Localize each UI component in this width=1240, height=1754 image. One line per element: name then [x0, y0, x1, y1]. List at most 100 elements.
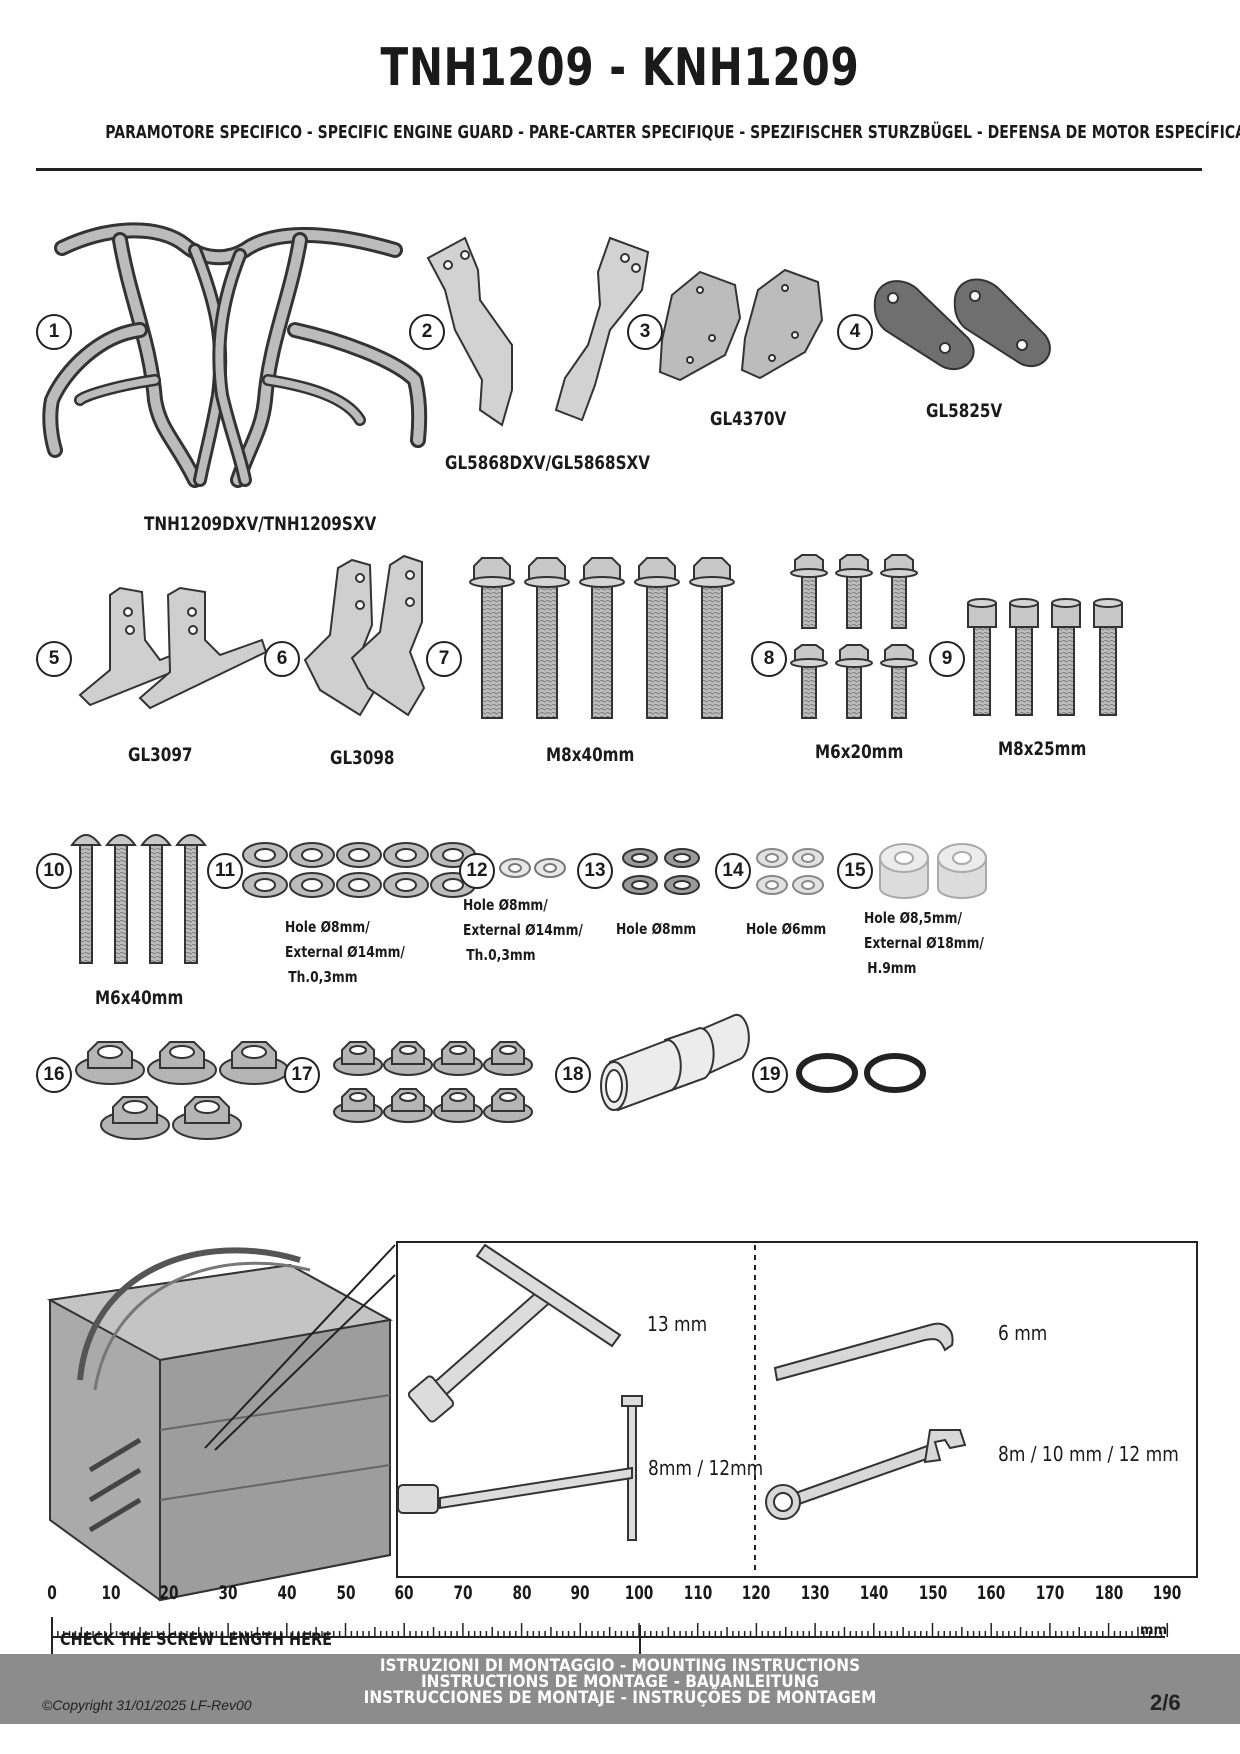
part-code-10: M6x40mm	[95, 987, 184, 1009]
part-code-3: GL4370V	[710, 408, 787, 430]
spec-line: Hole Ø8mm/	[463, 896, 548, 914]
tools-frame	[396, 1241, 1198, 1578]
part-code-7: M8x40mm	[546, 744, 635, 766]
bolts-m8x40-drawing	[469, 557, 735, 719]
part-code-4: GL5825V	[926, 400, 1003, 422]
item-number-18: 18	[555, 1057, 591, 1093]
spec-line: Hole Ø8,5mm/	[864, 909, 962, 927]
allen-key-drawing	[773, 1322, 954, 1382]
part-spec-12: Hole Ø8mm/ External Ø14mm/ Th.0,3mm	[463, 893, 583, 968]
ruler-tick-label: 40	[277, 1582, 297, 1604]
part-spec-15: Hole Ø8,5mm/ External Ø18mm/ H.9mm	[864, 906, 984, 981]
part-spec-11: Hole Ø8mm/ External Ø14mm/ Th.0,3mm	[285, 915, 405, 990]
item-number-13: 13	[577, 853, 613, 889]
ruler-tick-label: 0	[47, 1582, 57, 1604]
part-code-5: GL3097	[128, 744, 193, 766]
u-joint-handle-drawing	[397, 1395, 643, 1541]
ruler-unit: mm	[1140, 1623, 1168, 1638]
washers-11-drawing	[242, 842, 476, 898]
bolts-m6x20-drawing	[790, 554, 918, 719]
toolbox-drawing	[46, 1247, 393, 1602]
part-code-8: M6x20mm	[815, 741, 904, 763]
tool-label-t-wrench: 13 mm	[647, 1312, 708, 1336]
washers-12-drawing	[499, 858, 566, 878]
header-rule	[36, 168, 1202, 171]
footer-line-2: INSTRUCTIONS DE MONTAGE - BAUANLEITUNG	[420, 1672, 820, 1692]
spec-line: Hole Ø8mm/	[285, 918, 370, 936]
ruler-tick-label: 160	[976, 1582, 1006, 1604]
footer-line-3: INSTRUCCIONES DE MONTAJE - INSTRUÇÕES DE…	[363, 1688, 877, 1708]
ruler-tick-label: 180	[1094, 1582, 1123, 1604]
part-code-6: GL3098	[330, 747, 395, 769]
spec-line: External Ø18mm/	[864, 934, 984, 952]
spec-line: Hole Ø6mm	[746, 920, 827, 938]
washers-14-drawing	[756, 848, 824, 895]
bracket-gl3097-drawing	[78, 586, 268, 710]
bracket-pair-drawing	[426, 236, 650, 427]
ruler-tick-label: 150	[918, 1582, 947, 1604]
tool-label-allen-key: 6 mm	[998, 1321, 1048, 1345]
ruler-tick-label: 170	[1035, 1582, 1065, 1604]
bolts-m6x40-drawing	[70, 834, 207, 964]
item-number-8: 8	[751, 641, 787, 677]
item-number-12: 12	[459, 853, 495, 889]
part-code-2: GL5868DXV/GL5868SXV	[445, 452, 651, 474]
spacers-drawing	[879, 843, 987, 899]
screw-ruler-drawing	[51, 1617, 1169, 1655]
bracket-gl3098-drawing	[303, 554, 426, 717]
o-rings-drawing	[796, 1053, 926, 1093]
tool-label-u-joint: 8mm / 12mm	[648, 1456, 764, 1480]
spacer-plate-pair-drawing	[873, 278, 1051, 371]
item-number-5: 5	[36, 641, 72, 677]
spec-line: Th.0,3mm	[288, 968, 358, 986]
ruler-tick-label: 20	[159, 1582, 179, 1604]
ruler-tick-label: 130	[800, 1582, 830, 1604]
part-spec-13: Hole Ø8mm	[616, 917, 696, 942]
tool-label-combination-wrench: 8m / 10 mm / 12 mm	[998, 1442, 1179, 1466]
ruler-tick-label: 110	[683, 1582, 712, 1604]
item-number-4: 4	[837, 314, 873, 350]
plate-pair-drawing	[658, 268, 824, 382]
ruler-tick-label: 80	[512, 1582, 532, 1604]
t-wrench-drawing	[407, 1243, 622, 1423]
item-number-17: 17	[284, 1057, 320, 1093]
item-number-15: 15	[837, 853, 873, 889]
spec-line: External Ø14mm/	[285, 943, 405, 961]
copyright: ©Copyright 31/01/2025 LF-Rev00	[42, 1697, 252, 1713]
item-number-6: 6	[264, 641, 300, 677]
ruler-tick-label: 50	[335, 1582, 356, 1604]
item-number-11: 11	[207, 853, 243, 889]
item-number-7: 7	[426, 641, 462, 677]
item-number-16: 16	[36, 1057, 72, 1093]
ruler-tick-label: 60	[394, 1582, 414, 1604]
bolts-m8x25-drawing	[967, 598, 1123, 716]
ruler-tick-label: 10	[101, 1582, 121, 1604]
ruler-tick-label: 190	[1153, 1582, 1182, 1604]
flange-nuts-small-drawing	[333, 1041, 533, 1123]
page-title: TNH1209 - KNH1209	[380, 38, 860, 98]
bushing-drawing	[600, 1013, 750, 1112]
ruler-caption: CHECK THE SCREW LENGTH HERE	[60, 1630, 332, 1650]
ruler-tick-label: 120	[742, 1582, 771, 1604]
ruler-tick-label: 140	[859, 1582, 889, 1604]
page-subtitle: PARAMOTORE SPECIFICO - SPECIFIC ENGINE G…	[105, 122, 1240, 143]
part-spec-14: Hole Ø6mm	[746, 917, 826, 942]
item-number-9: 9	[929, 641, 965, 677]
spec-line: Hole Ø8mm	[616, 920, 697, 938]
item-number-3: 3	[627, 314, 663, 350]
item-number-19: 19	[752, 1057, 788, 1093]
spec-line: External Ø14mm/	[463, 921, 583, 939]
spec-line: Th.0,3mm	[466, 946, 536, 964]
spec-line: H.9mm	[867, 959, 917, 977]
engine-guard-frame-drawing	[42, 222, 428, 488]
page-number: 2/6	[1150, 1690, 1181, 1715]
footer-line-1: ISTRUZIONI DI MONTAGGIO - MOUNTING INSTR…	[379, 1656, 861, 1676]
footer-bar	[0, 1654, 1240, 1724]
flange-nuts-large-drawing	[75, 1041, 289, 1140]
part-code-9: M8x25mm	[998, 738, 1087, 760]
item-number-1: 1	[36, 314, 72, 350]
item-number-2: 2	[409, 314, 445, 350]
ruler-tick-label: 100	[624, 1582, 654, 1604]
ruler-tick-label: 90	[570, 1582, 590, 1604]
